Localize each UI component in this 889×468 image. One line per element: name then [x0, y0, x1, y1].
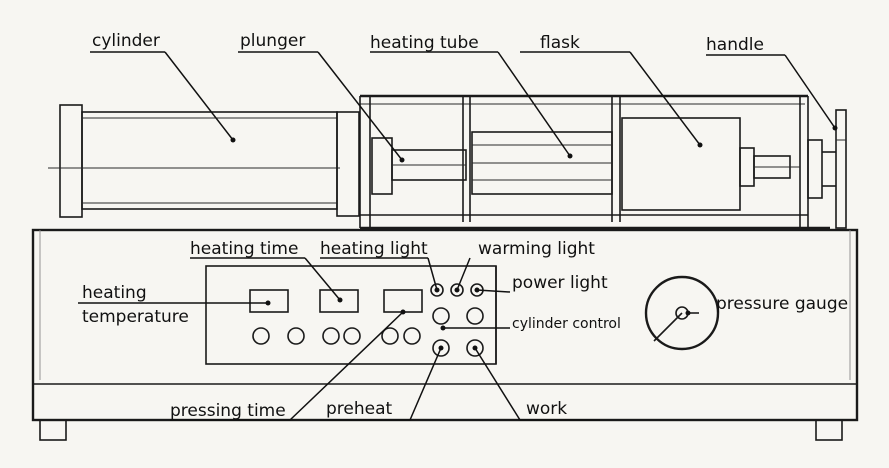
- label-heating-temperature-line2: temperature: [82, 307, 189, 327]
- heating-tube-part: [471, 131, 613, 195]
- label-warming-light: warming light: [478, 239, 595, 259]
- label-preheat: preheat: [326, 399, 393, 419]
- label-flask: flask: [540, 33, 580, 53]
- label-heating-temperature-line1: heating: [82, 283, 147, 303]
- label-power-light: power light: [512, 273, 608, 293]
- label-plunger: plunger: [240, 31, 306, 51]
- cylinder-part: [48, 104, 360, 218]
- leader-lines: [78, 51, 838, 421]
- label-heating-tube: heating tube: [370, 33, 479, 53]
- panel-knobs: [252, 327, 421, 345]
- label-pressing-time: pressing time: [170, 401, 286, 421]
- indicator-lights: [430, 283, 484, 357]
- label-cylinder: cylinder: [92, 31, 160, 51]
- plunger-part: [371, 137, 467, 195]
- flask-part: [621, 117, 800, 211]
- label-heating-time: heating time: [190, 239, 299, 259]
- label-heating-light: heating light: [320, 239, 428, 259]
- label-handle: handle: [706, 35, 764, 55]
- display-windows: [249, 289, 423, 313]
- label-pressure-gauge: pressure gauge: [716, 294, 849, 314]
- pressure-gauge-part: [644, 275, 720, 351]
- label-cylinder-control: cylinder control: [512, 316, 621, 332]
- label-work: work: [526, 399, 568, 419]
- control-panel: [205, 265, 497, 365]
- frame-part: [359, 94, 830, 230]
- handle-part: [807, 109, 847, 229]
- cabinet-part: [31, 228, 859, 441]
